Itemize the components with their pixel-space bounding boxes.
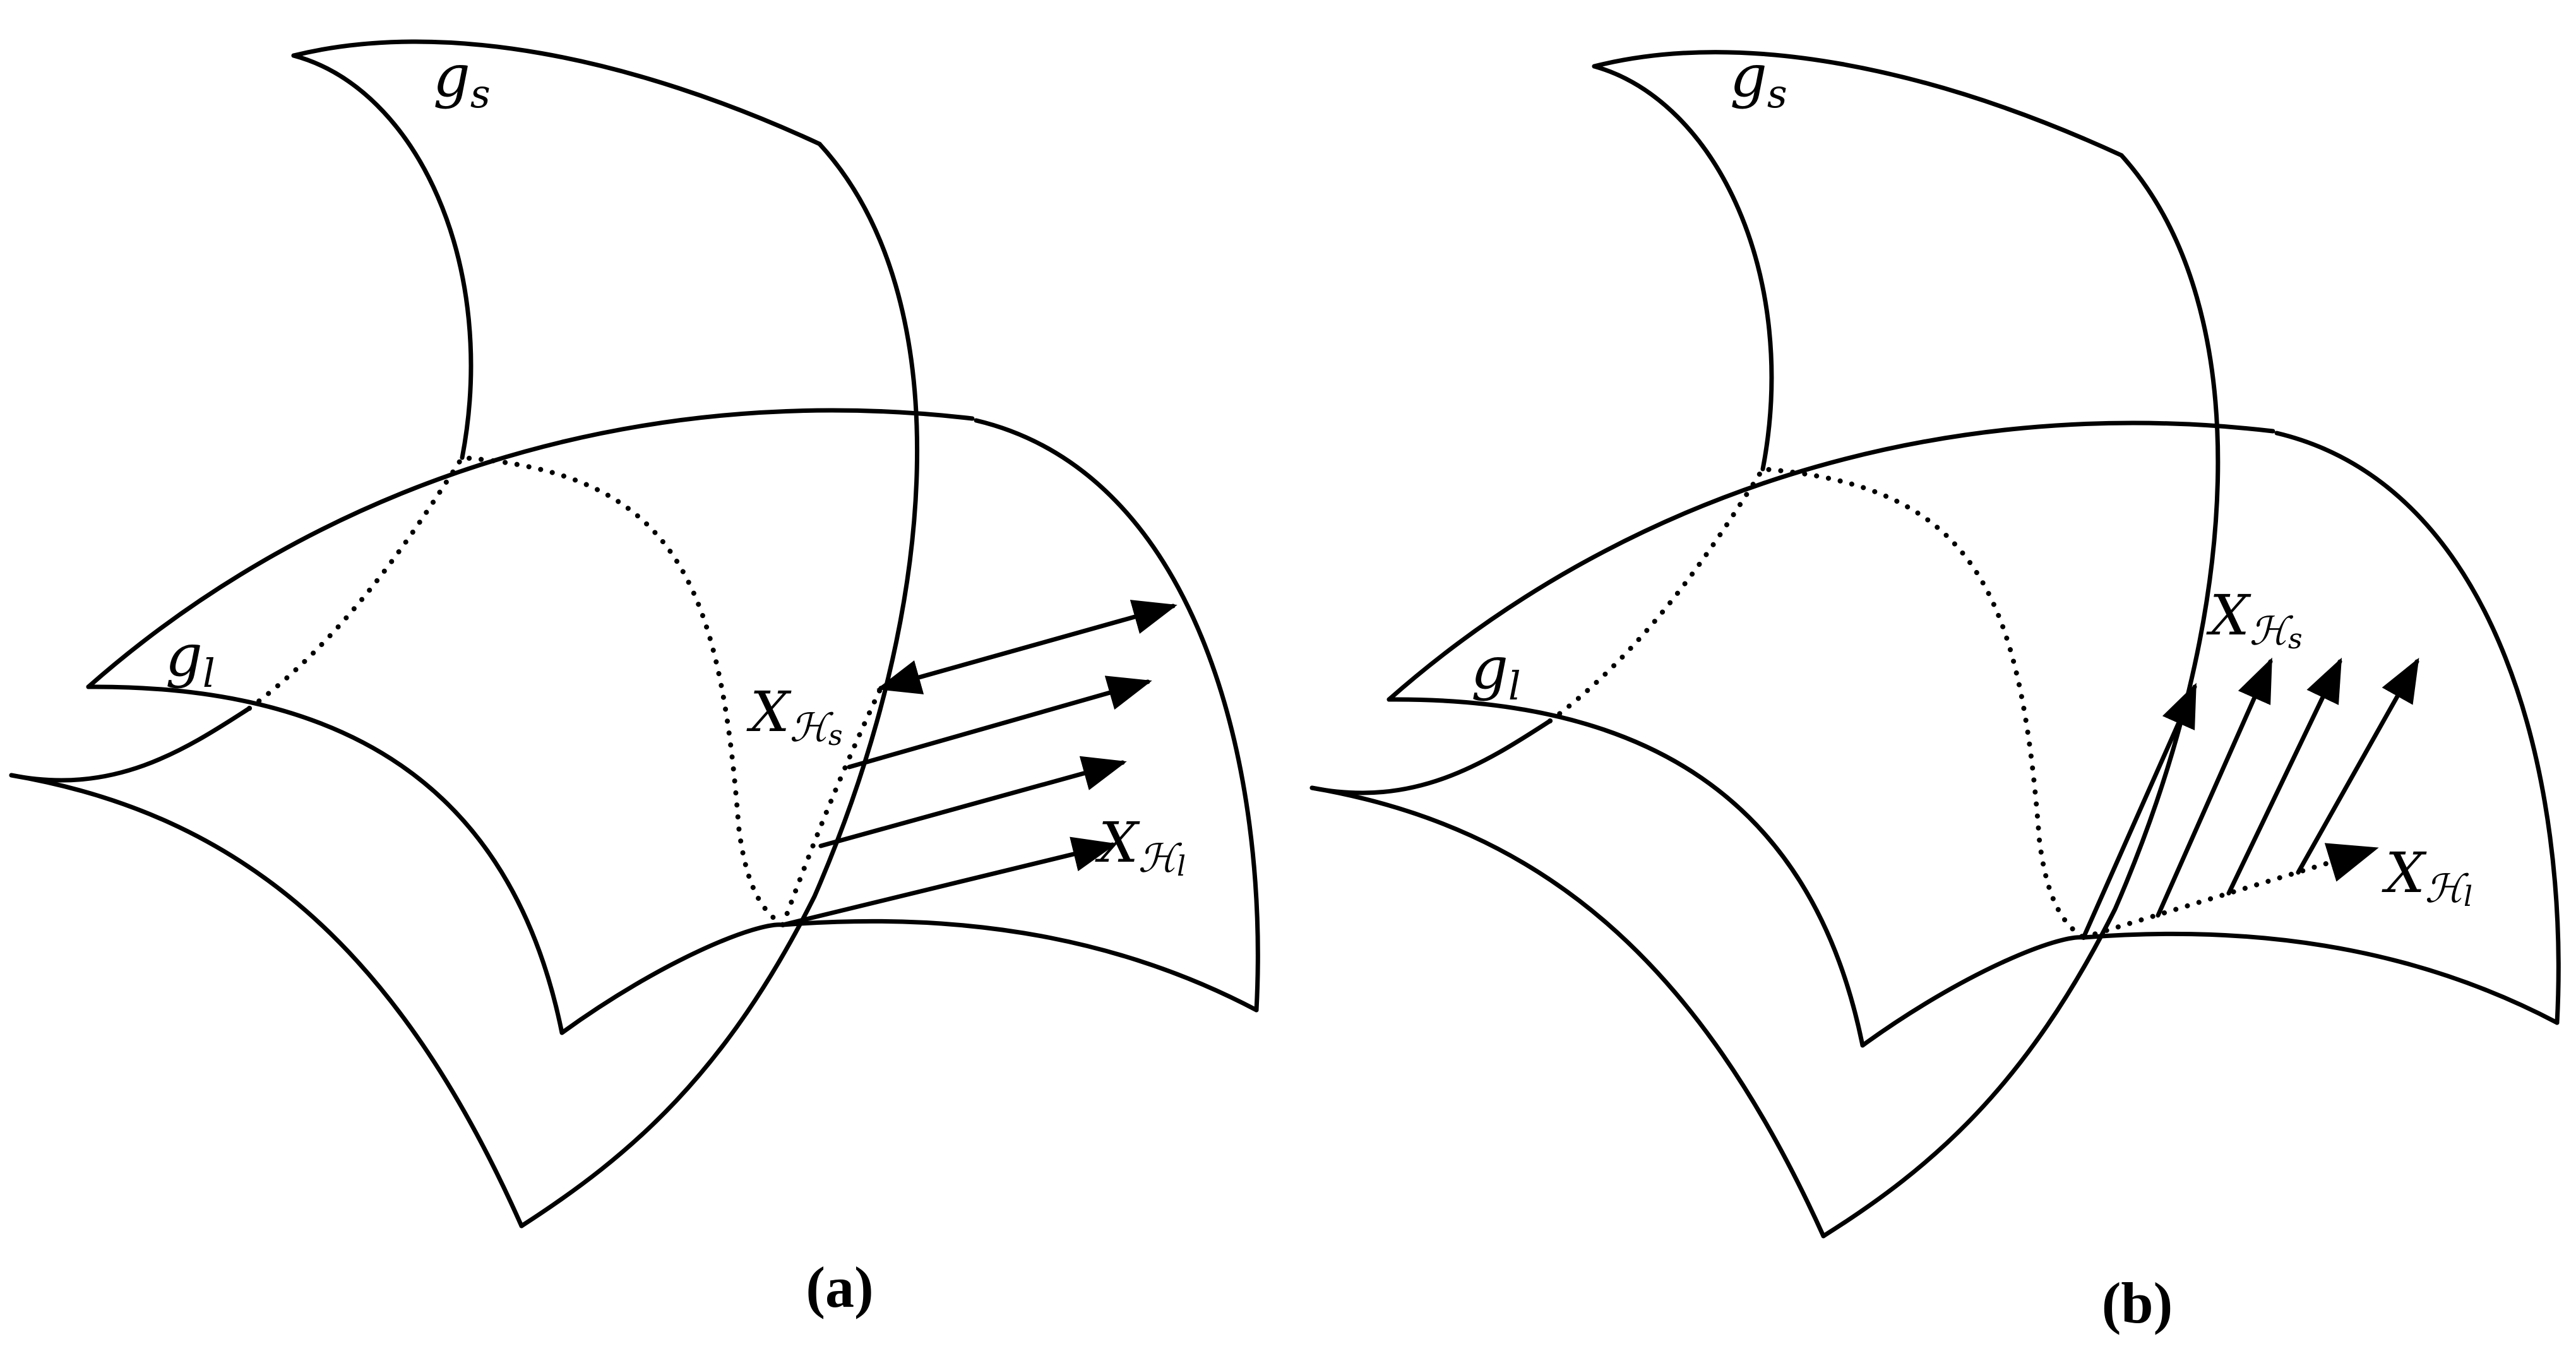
label-x-h-s: Xℋs	[2206, 583, 2303, 655]
label-g-l: gl	[165, 622, 215, 696]
surface-s-left-edge	[291, 53, 474, 460]
field-s-arrow-2	[2156, 657, 2273, 918]
field-s-dotted-trace	[780, 686, 883, 927]
caption-a: (a)	[806, 1255, 873, 1319]
field-s-arrows	[2081, 657, 2419, 940]
surface-l-front-curve	[86, 684, 1259, 1035]
label-g-s: gs	[1730, 42, 1787, 117]
panel-a: gs gl Xℋs Xℋl (a)	[9, 39, 1260, 1319]
surface-g-l	[1309, 420, 2561, 1239]
surface-l-top-edge-right	[974, 418, 1260, 1013]
surface-l-top-edge-right	[2274, 431, 2561, 1025]
surface-lower-fold	[9, 773, 524, 1228]
surface-s-left-edge	[1592, 64, 1774, 472]
surface-l-front-curve	[1386, 697, 2560, 1048]
label-x-h-l: Xℋl	[1095, 810, 1186, 883]
surface-g-s	[1592, 50, 2221, 1239]
surface-s-right-edge	[519, 141, 920, 1228]
surface-s-top-edge	[1592, 50, 2124, 158]
surface-g-s	[291, 39, 920, 1228]
field-l-arrow-4	[876, 600, 1178, 694]
field-l-arrow-2	[818, 756, 1127, 848]
field-s-arrow-4	[2296, 657, 2419, 875]
surface-s-right-edge	[1821, 153, 2221, 1239]
field-l-arrow-3	[847, 675, 1152, 770]
label-x-h-s: Xℋs	[746, 679, 843, 752]
surface-left-lip	[1309, 718, 1553, 795]
field-s-arrow-3	[2226, 657, 2342, 896]
surface-g-l	[9, 408, 1260, 1228]
panel-b: gs gl Xℋs Xℋl (b)	[1309, 42, 2561, 1335]
label-x-h-l: Xℋl	[2382, 840, 2472, 913]
field-l-arrow-1	[780, 836, 1117, 927]
hidden-intersection-curve	[1547, 466, 2086, 940]
surface-l-top-edge	[86, 408, 975, 689]
label-g-l: gl	[1471, 634, 1521, 709]
surface-lower-fold	[1309, 785, 1826, 1239]
field-s-arrow-1	[2081, 682, 2197, 940]
field-l-arrows	[780, 600, 1178, 927]
surface-s-top-edge	[291, 39, 822, 146]
surface-left-lip	[9, 706, 252, 783]
hidden-intersection-curve	[247, 455, 785, 927]
caption-b: (b)	[2102, 1271, 2173, 1335]
field-l-dotted-arrow	[2081, 843, 2379, 940]
surface-l-top-edge	[1386, 420, 2275, 702]
label-g-s: gs	[433, 42, 491, 117]
